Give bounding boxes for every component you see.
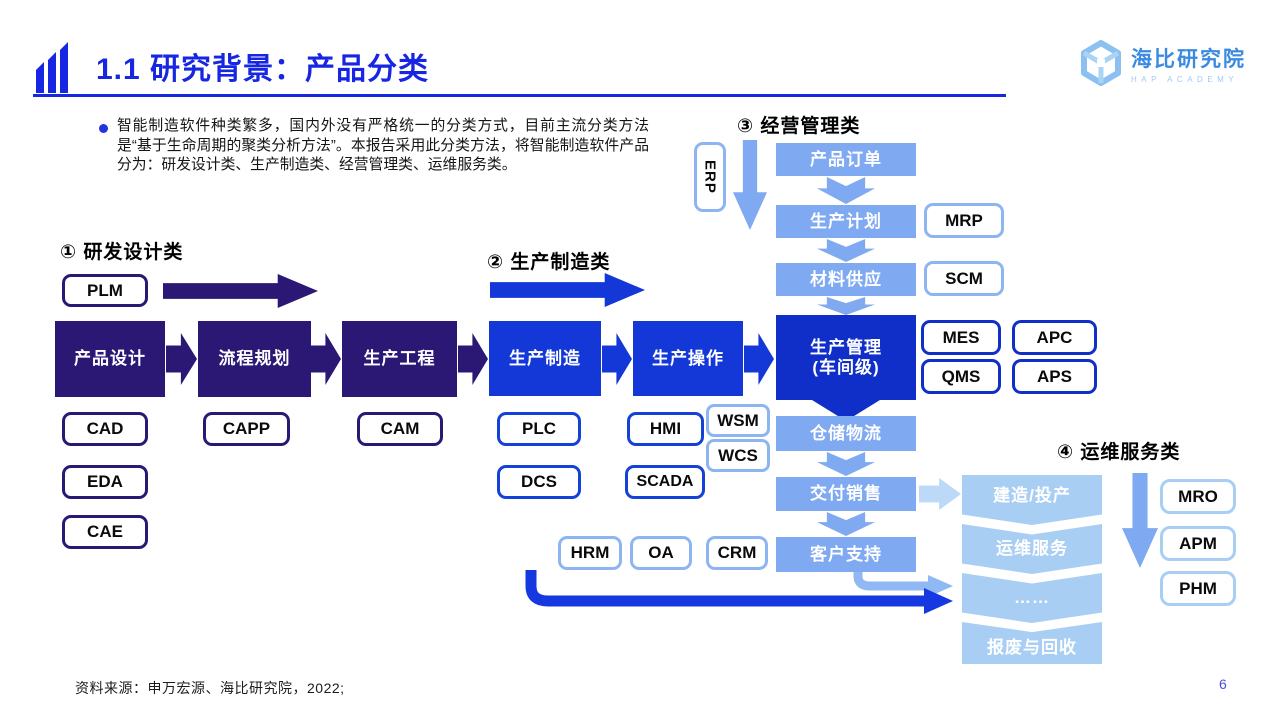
flowbox-production-mfg: 生产制造 xyxy=(489,321,601,396)
arrow-right-rd-icon xyxy=(163,274,318,308)
flowbox-process-planning: 流程规划 xyxy=(198,321,311,397)
chip-eda: EDA xyxy=(62,465,148,499)
source-note: 资料来源：申万宏源、海比研究院，2022; xyxy=(75,680,345,696)
section-title-maintenance: ④ 运维服务类 xyxy=(1057,442,1181,463)
chip-phm: PHM xyxy=(1160,571,1236,606)
arrow-right-icon xyxy=(311,333,341,385)
chip-plm: PLM xyxy=(62,274,148,307)
flowbox-warehouse-logistics: 仓储物流 xyxy=(776,416,916,451)
flowbox-production-mgmt: 生产管理 (车间级) xyxy=(776,315,916,400)
flowbox-material-supply: 材料供应 xyxy=(776,263,916,296)
chip-mro: MRO xyxy=(1160,479,1236,514)
chip-mes: MES xyxy=(921,320,1001,355)
chip-wsm: WSM xyxy=(706,404,770,437)
chip-qms: QMS xyxy=(921,359,1001,394)
flowbox-delivery-sales: 交付销售 xyxy=(776,477,916,511)
flowbox-om-service: 运维服务 xyxy=(962,524,1102,574)
chip-oa: OA xyxy=(630,536,692,570)
flowbox-build-commission: 建造/投产 xyxy=(962,475,1102,525)
chip-erp: ERP xyxy=(694,142,726,212)
section-title-management: ③ 经营管理类 xyxy=(737,116,861,137)
chip-dcs: DCS xyxy=(497,465,581,499)
intro-paragraph: 智能制造软件种类繁多，国内外没有严格统一的分类方式，目前主流分类方法是“基于生命… xyxy=(117,118,649,174)
arrow-down-oam-icon xyxy=(1122,473,1158,568)
title-underline xyxy=(33,94,1006,97)
arrow-down-icon xyxy=(817,297,875,315)
chip-cam: CAM xyxy=(357,412,443,446)
chip-scm: SCM xyxy=(924,261,1004,296)
logo: 海比研究院 HAP ACADEMY xyxy=(1080,40,1246,86)
chip-hrm: HRM xyxy=(558,536,622,570)
chip-apm: APM xyxy=(1160,526,1236,561)
logo-subtitle: HAP ACADEMY xyxy=(1131,74,1239,84)
curved-arrow-dark-icon xyxy=(525,570,926,607)
arrow-right-icon xyxy=(744,333,774,385)
chip-capp: CAPP xyxy=(203,412,290,446)
flowbox-product-design: 产品设计 xyxy=(55,321,165,397)
arrow-down-icon xyxy=(817,239,875,262)
flowbox-production-operation: 生产操作 xyxy=(633,321,743,396)
chip-scada: SCADA xyxy=(625,465,705,499)
chip-hmi: HMI xyxy=(627,412,704,446)
arrow-right-mfg-icon xyxy=(490,273,645,307)
flowbox-ellipsis: …… xyxy=(962,573,1102,623)
chip-wcs: WCS xyxy=(706,439,770,472)
arrow-right-icon xyxy=(458,333,488,385)
chip-mrp: MRP xyxy=(924,203,1004,238)
page-title: 1.1 研究背景：产品分类 xyxy=(96,53,430,86)
section-title-rd-design: ① 研发设计类 xyxy=(60,242,184,263)
arrow-down-icon xyxy=(817,452,875,476)
logo-name: 海比研究院 xyxy=(1131,47,1246,71)
section-title-production: ② 生产制造类 xyxy=(487,252,611,273)
arrow-right-icon xyxy=(166,333,197,385)
flowbox-production-engineering: 生产工程 xyxy=(342,321,457,397)
flowbox-customer-support: 客户支持 xyxy=(776,537,916,572)
arrow-down-icon xyxy=(817,177,875,204)
production-mgmt-line2: (车间级) xyxy=(812,357,880,377)
chip-cae: CAE xyxy=(62,515,148,549)
bars-icon xyxy=(36,42,68,93)
chip-plc: PLC xyxy=(497,412,581,446)
arrow-right-to-oam-icon xyxy=(919,478,961,510)
arrow-right-icon xyxy=(602,333,632,385)
page-number: 6 xyxy=(1219,676,1227,692)
bullet-icon xyxy=(99,124,108,133)
chip-crm: CRM xyxy=(706,536,768,570)
arrow-down-erp-icon xyxy=(733,140,767,230)
flowbox-product-order: 产品订单 xyxy=(776,143,916,176)
chip-apc: APC xyxy=(1012,320,1097,355)
chip-aps: APS xyxy=(1012,359,1097,394)
flowbox-scrap-recycle: 报废与回收 xyxy=(962,622,1102,664)
logo-cube-icon xyxy=(1081,40,1121,86)
arrow-down-icon xyxy=(817,512,875,536)
flowbox-production-plan: 生产计划 xyxy=(776,205,916,238)
production-mgmt-line1: 生产管理 xyxy=(810,337,882,357)
chip-cad: CAD xyxy=(62,412,148,446)
curved-arrow-light-icon xyxy=(853,572,930,591)
